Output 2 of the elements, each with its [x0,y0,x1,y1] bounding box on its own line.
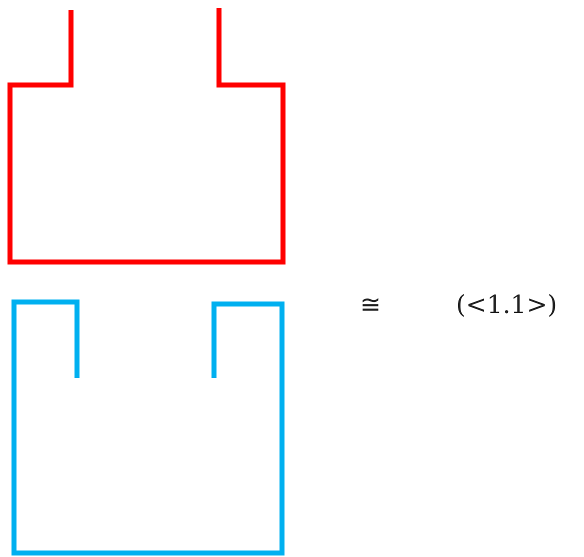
congruence-symbol: ≅ [360,292,381,317]
equation-number: (<1.1>) [456,292,558,317]
